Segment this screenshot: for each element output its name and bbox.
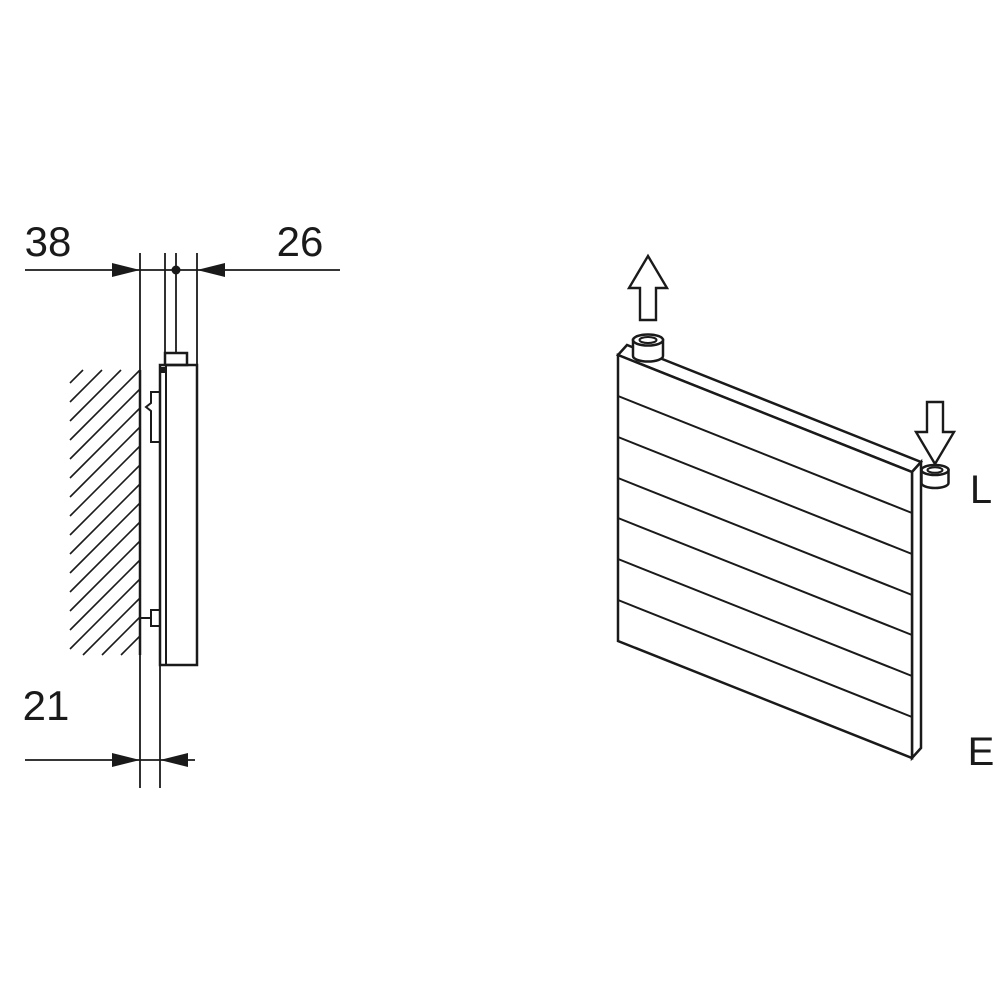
top-dimension: 38 26 — [25, 218, 340, 788]
label-air-vent: L — [970, 468, 992, 512]
bracket-hook — [160, 367, 167, 373]
dimension-arrow-icon — [197, 263, 225, 277]
flow-down-arrow — [913, 400, 957, 467]
bracket-top — [144, 391, 160, 443]
bottom-dimension: 21 — [23, 665, 195, 788]
dimension-arrow-icon — [112, 263, 140, 277]
dimension-value-wall-to-center: 38 — [25, 218, 72, 265]
wall-hatch — [69, 369, 142, 656]
dimension-arrow-icon — [112, 753, 140, 767]
right-connection-valve — [920, 463, 950, 490]
side-view: 38 26 — [23, 218, 340, 788]
dimension-arrow-icon — [160, 753, 188, 767]
radiator-end-face — [910, 458, 923, 762]
dimension-dot-icon — [171, 265, 181, 275]
dimension-value-wall-gap: 21 — [23, 682, 70, 729]
isometric-view: L E — [615, 253, 995, 774]
bracket-bottom — [150, 609, 160, 627]
label-connection: E — [968, 730, 995, 774]
valve-plug — [926, 466, 944, 474]
dimension-value-center-to-front: 26 — [277, 218, 324, 265]
radiator-slats — [617, 395, 913, 718]
valve-plug — [638, 336, 658, 344]
panel-top-cap — [163, 351, 189, 367]
top-connection-valve — [631, 333, 665, 363]
mounting-bracket — [140, 391, 160, 627]
radiator-front-face — [616, 353, 914, 760]
radiator-side-profile — [158, 351, 199, 667]
flow-up-arrow — [626, 253, 670, 322]
